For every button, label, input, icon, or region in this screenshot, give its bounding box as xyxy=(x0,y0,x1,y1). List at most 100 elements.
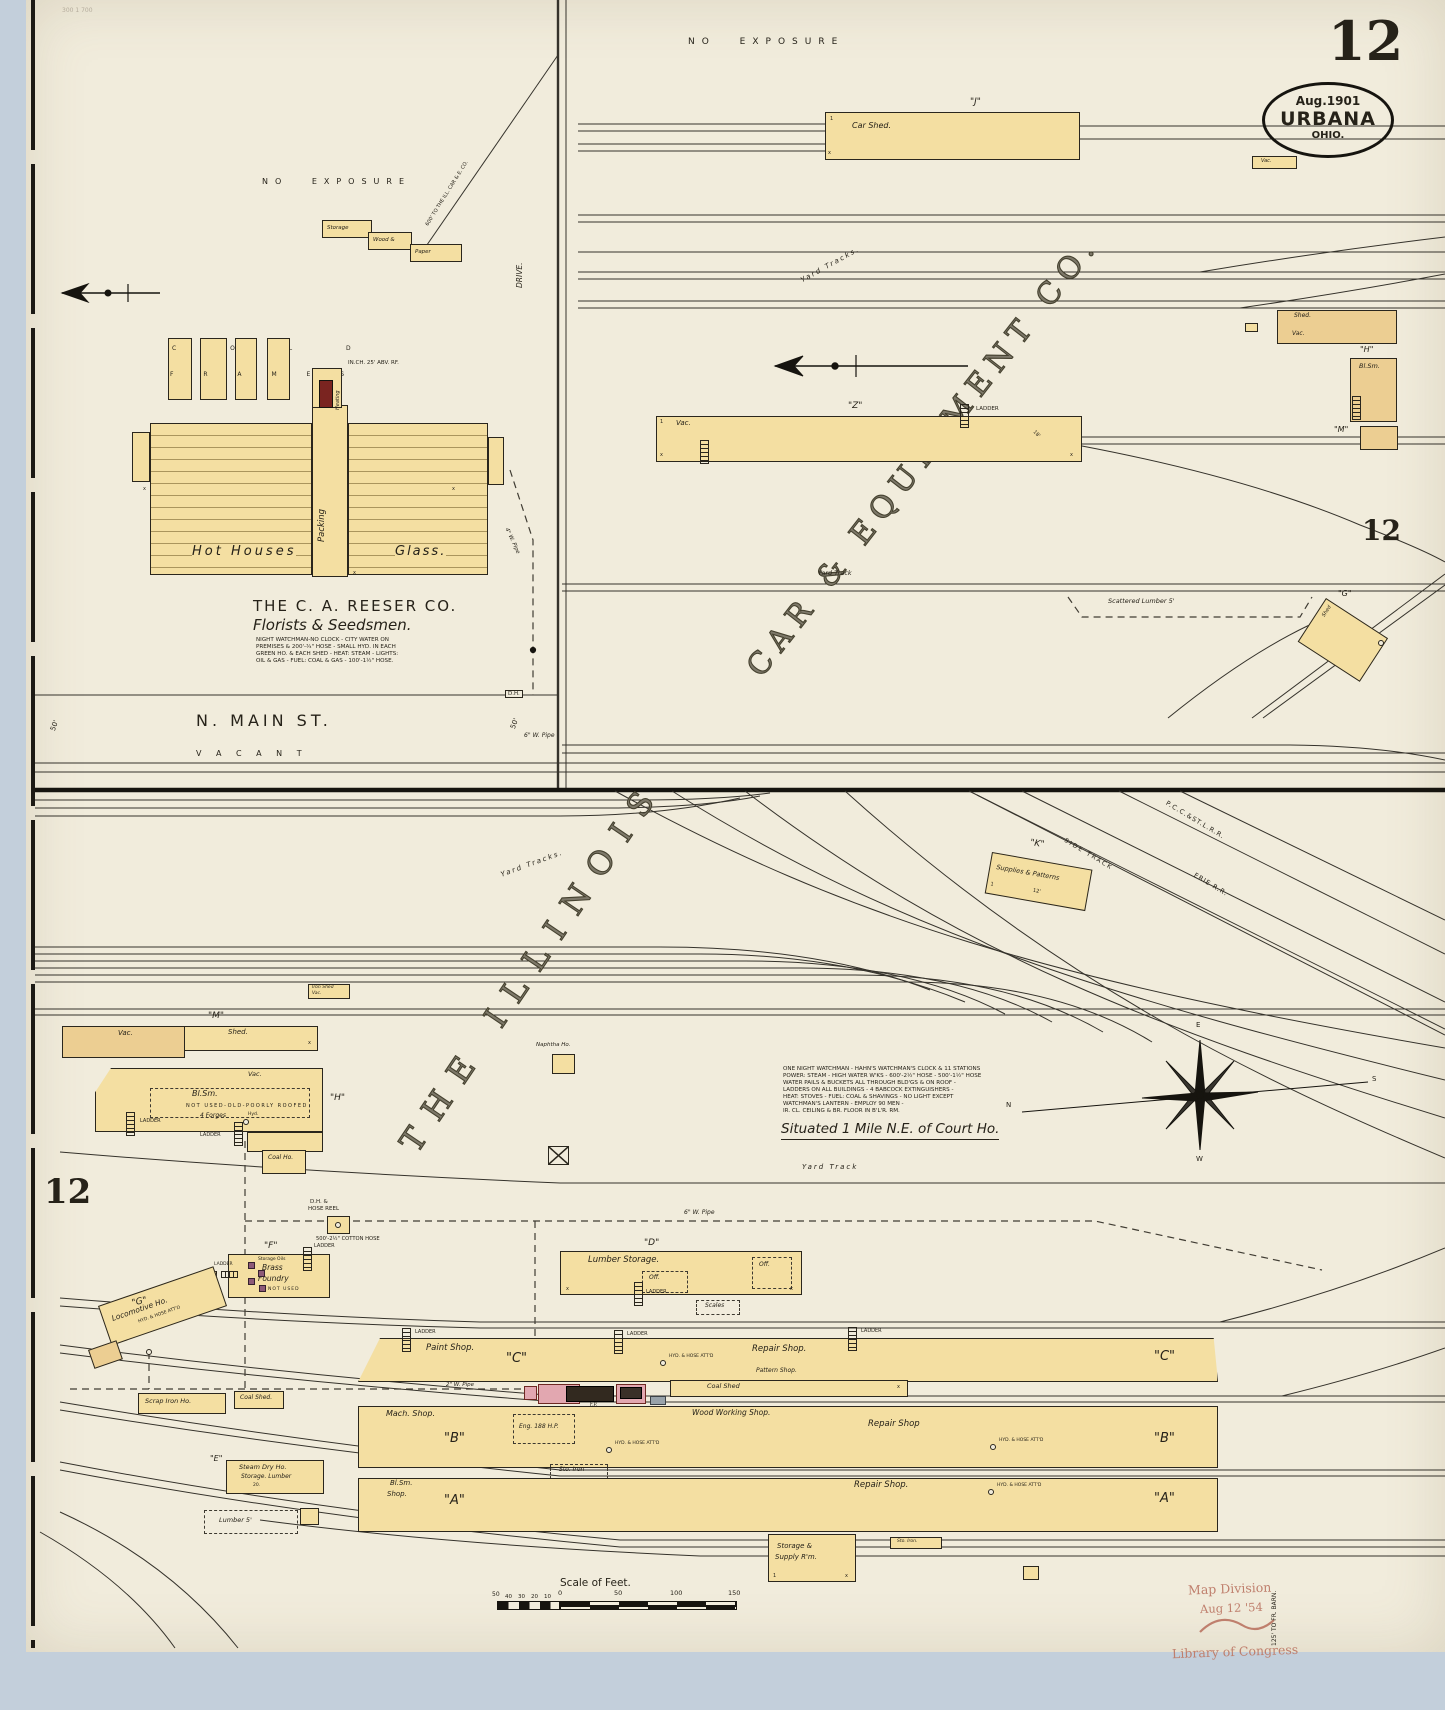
stamp-city: URBANA xyxy=(1280,108,1376,130)
g-shed-label: Shed xyxy=(1320,604,1333,619)
coal-shed-strip: Coal Shed x xyxy=(670,1380,908,1397)
storage-supply-label-2: Supply R'm. xyxy=(775,1553,817,1561)
greenhouse-annex-right xyxy=(488,437,504,485)
iron-shed-building: Iron Shed Vac. xyxy=(308,984,350,999)
building-letter-g-top: "G" xyxy=(1338,589,1352,598)
stored-iron-label: Sto. Iron xyxy=(559,1466,585,1473)
coal-shed-strip-label: Coal Shed xyxy=(707,1382,740,1390)
water-pipe-6-label: 6" W. Pipe xyxy=(684,1209,715,1216)
repair-shop-label-c: Repair Shop. xyxy=(752,1344,807,1354)
pencil-note: 300 1 700 xyxy=(62,7,93,14)
hydrant-icon xyxy=(1378,640,1384,646)
coal-house-building: Coal Ho. xyxy=(262,1150,306,1174)
machinery-icon xyxy=(248,1262,255,1269)
cold-frames-label-1: C O L D xyxy=(172,345,377,352)
drive-label: DRIVE. xyxy=(515,262,524,288)
building-letter-h-top: "H" xyxy=(1360,345,1374,354)
stamp-scribble xyxy=(1199,1618,1275,1633)
f-storage-oils-label: Storage Oils xyxy=(258,1257,286,1262)
ladder-label: LADDER xyxy=(976,406,999,412)
ladder-icon xyxy=(126,1112,135,1136)
reeser-title: THE C. A. REESER CO. xyxy=(253,597,458,615)
dim-20: 20. xyxy=(253,1483,261,1488)
ladder-label: LADDER xyxy=(627,1331,648,1337)
compass-s: S xyxy=(1372,1075,1377,1083)
machinery-icon xyxy=(259,1285,266,1292)
x-mark: x xyxy=(143,486,146,492)
h-blacksmith-label: Bl.Sm. xyxy=(192,1089,218,1098)
chimney-note: IN.CH. 25' ABV. RF. xyxy=(348,360,399,366)
building-letter-z: "Z" xyxy=(848,401,863,411)
blsm-shop-label-2: Shop. xyxy=(387,1490,407,1498)
blsm-shop-label-1: Bl.Sm. xyxy=(390,1479,413,1487)
greenhouse-annex-left xyxy=(132,432,150,482)
compass-rose xyxy=(1021,1039,1369,1151)
stamp-date: Aug.1901 xyxy=(1295,94,1361,108)
stored-iron-box: Sto. Iron xyxy=(550,1464,608,1479)
floor-mark: 1 xyxy=(773,1573,777,1579)
x-mark: x xyxy=(845,1573,848,1579)
tank xyxy=(650,1396,666,1405)
no-exposure-left: NO EXPOSURE xyxy=(262,177,412,186)
cold-frame-1 xyxy=(168,338,192,400)
works-note-line: WATCHMAN'S LANTERN - EMPLOY 90 MEN - xyxy=(783,1101,904,1107)
x-mark: x xyxy=(660,452,663,458)
ladder-label: LADDER xyxy=(214,1262,233,1267)
scale-tick: 150 xyxy=(728,1589,741,1597)
a-letter-left: "A" xyxy=(444,1493,465,1508)
double-hydrant-label: D.H. xyxy=(505,690,523,699)
storage-supply-building: Storage & Supply R'm. 1 x xyxy=(768,1534,856,1582)
brick-room xyxy=(524,1386,537,1400)
ladder-icon xyxy=(402,1328,411,1352)
ladder-label: LADDER xyxy=(140,1118,161,1124)
scale-tick: 20 xyxy=(531,1594,538,1600)
scale-tick: 10 xyxy=(544,1594,551,1600)
h-annex-building xyxy=(247,1132,323,1152)
sto-iron-small-label: Sto. Iron. xyxy=(897,1539,918,1544)
ladder-icon xyxy=(221,1271,238,1278)
packing-building xyxy=(312,405,348,577)
hydrant-icon xyxy=(988,1489,994,1495)
building-letter-k: "K" xyxy=(1029,838,1045,850)
scale-tick: 40 xyxy=(505,1594,512,1600)
x-mark: x xyxy=(308,1040,311,1046)
b-shop-building xyxy=(358,1406,1218,1468)
yard-track-label-top: Yard Track xyxy=(818,569,852,577)
hydrant-icon xyxy=(146,1349,152,1355)
hose-reel-icon xyxy=(335,1222,341,1228)
f-foundry-label: Foundry xyxy=(258,1274,289,1283)
f-brass-label: Brass xyxy=(262,1263,283,1272)
hyd-hose-note: HYD. & HOSE ATT'D xyxy=(997,1483,1042,1488)
vac-label: Vac. xyxy=(1292,330,1305,337)
works-note-line: ONE NIGHT WATCHMAN - HAHN'S WATCHMAN'S C… xyxy=(783,1066,981,1072)
sheet-number: 12 xyxy=(1328,9,1404,73)
storage-shed-building: Storage xyxy=(322,220,372,238)
ladder-icon xyxy=(848,1327,857,1351)
packing-label: Packing xyxy=(317,508,327,542)
ladder-icon xyxy=(303,1247,312,1271)
car-shed-label: Car Shed. xyxy=(852,121,892,130)
k-building-label: Supplies & Patterns xyxy=(995,863,1061,883)
heating-label: Heating xyxy=(335,390,341,410)
vac-label: Vac. xyxy=(1261,158,1272,164)
pattern-shop-label: Pattern Shop. xyxy=(756,1367,797,1374)
works-note-line: HEAT: STOVES - FUEL: COAL & SHAVINGS - N… xyxy=(783,1094,954,1100)
c-letter-right: "C" xyxy=(1154,1349,1176,1364)
building-letter-j: "J" xyxy=(970,97,981,107)
main-street-label: N. MAIN ST. xyxy=(196,711,332,730)
scales-box: Scales xyxy=(696,1300,740,1315)
b-letter-left: "B" xyxy=(444,1431,465,1446)
naphtha-house-label: Naphtha Ho. xyxy=(536,1042,571,1048)
building-letter-e: "E" xyxy=(210,1454,223,1463)
shed-vac-building: Shed. Vac. xyxy=(1277,310,1397,344)
h-condition-note: NOT USED-OLD-POORLY ROOFED xyxy=(186,1103,308,1109)
crossed-structure-icon xyxy=(548,1146,569,1165)
ladder-label: LADDER xyxy=(415,1329,436,1335)
coal-house-label: Coal Ho. xyxy=(268,1154,294,1161)
h-inner-dashed-room xyxy=(150,1088,310,1118)
reeser-note-line: NIGHT WATCHMAN-NO CLOCK - CITY WATER ON xyxy=(256,637,389,643)
wood-working-label: Wood Working Shop. xyxy=(692,1408,771,1417)
stamp-state: OHIO. xyxy=(1311,130,1345,141)
date-stamp-oval: Aug.1901 URBANA OHIO. xyxy=(1262,82,1394,158)
